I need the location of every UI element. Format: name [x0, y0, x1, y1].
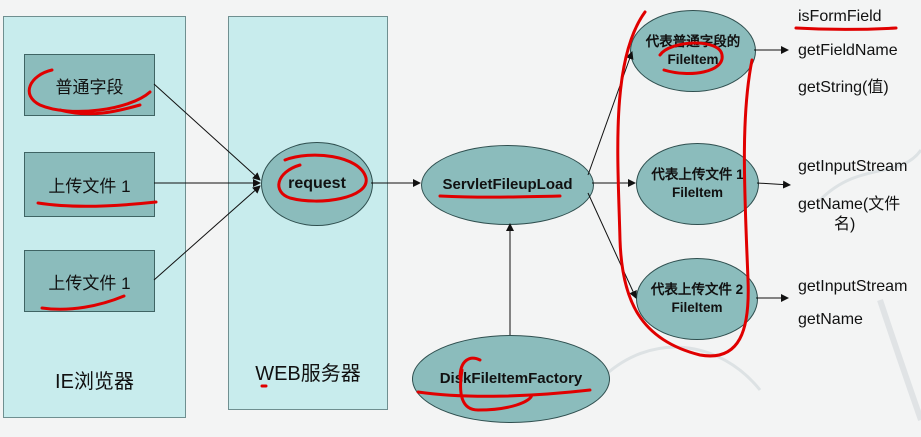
- file-item-node-normal: 代表普通字段的 FileItem: [630, 10, 756, 92]
- file-item-node-upload-1: 代表上传文件 1 FileItem: [636, 143, 759, 225]
- method-is-form-field: isFormField: [798, 8, 882, 25]
- ie-browser-label: IE浏览器: [55, 371, 134, 393]
- file-item-upload2-line1: 代表上传文件 2: [650, 282, 744, 297]
- method-get-name-1-cont: 名): [834, 216, 856, 233]
- file-item-upload1-line1: 代表上传文件 1: [651, 167, 744, 182]
- file-item-upload2-line2: FileItem: [671, 300, 723, 315]
- method-get-input-stream-2: getInputStream: [798, 278, 908, 295]
- disk-file-item-factory-node: DiskFileItemFactory: [412, 335, 610, 423]
- method-get-name-2: getName: [798, 311, 863, 328]
- method-get-field-name: getFieldName: [798, 42, 898, 59]
- servlet-fileupload-label: ServletFileupLoad: [442, 176, 573, 193]
- method-get-string: getString(值): [798, 79, 889, 96]
- method-get-name-1: getName(文件: [798, 196, 901, 213]
- request-node: request: [261, 142, 373, 226]
- disk-file-item-factory-label: DiskFileItemFactory: [439, 370, 583, 387]
- file-item-node-upload-2: 代表上传文件 2 FileItem: [636, 258, 758, 340]
- file-item-normal-line1: 代表普通字段的: [645, 34, 741, 49]
- file-item-normal-line2: FileItem: [667, 52, 719, 67]
- field-box-upload-1: 上传文件 1: [24, 152, 155, 217]
- field-box-normal: 普通字段: [24, 54, 155, 116]
- servlet-fileupload-node: ServletFileupLoad: [421, 145, 594, 225]
- web-server-label: WEB服务器: [255, 363, 361, 385]
- method-get-input-stream-1: getInputStream: [798, 158, 908, 175]
- request-label: request: [288, 175, 346, 192]
- file-item-upload1-line2: FileItem: [671, 185, 723, 200]
- field-box-upload-2: 上传文件 1: [24, 250, 155, 312]
